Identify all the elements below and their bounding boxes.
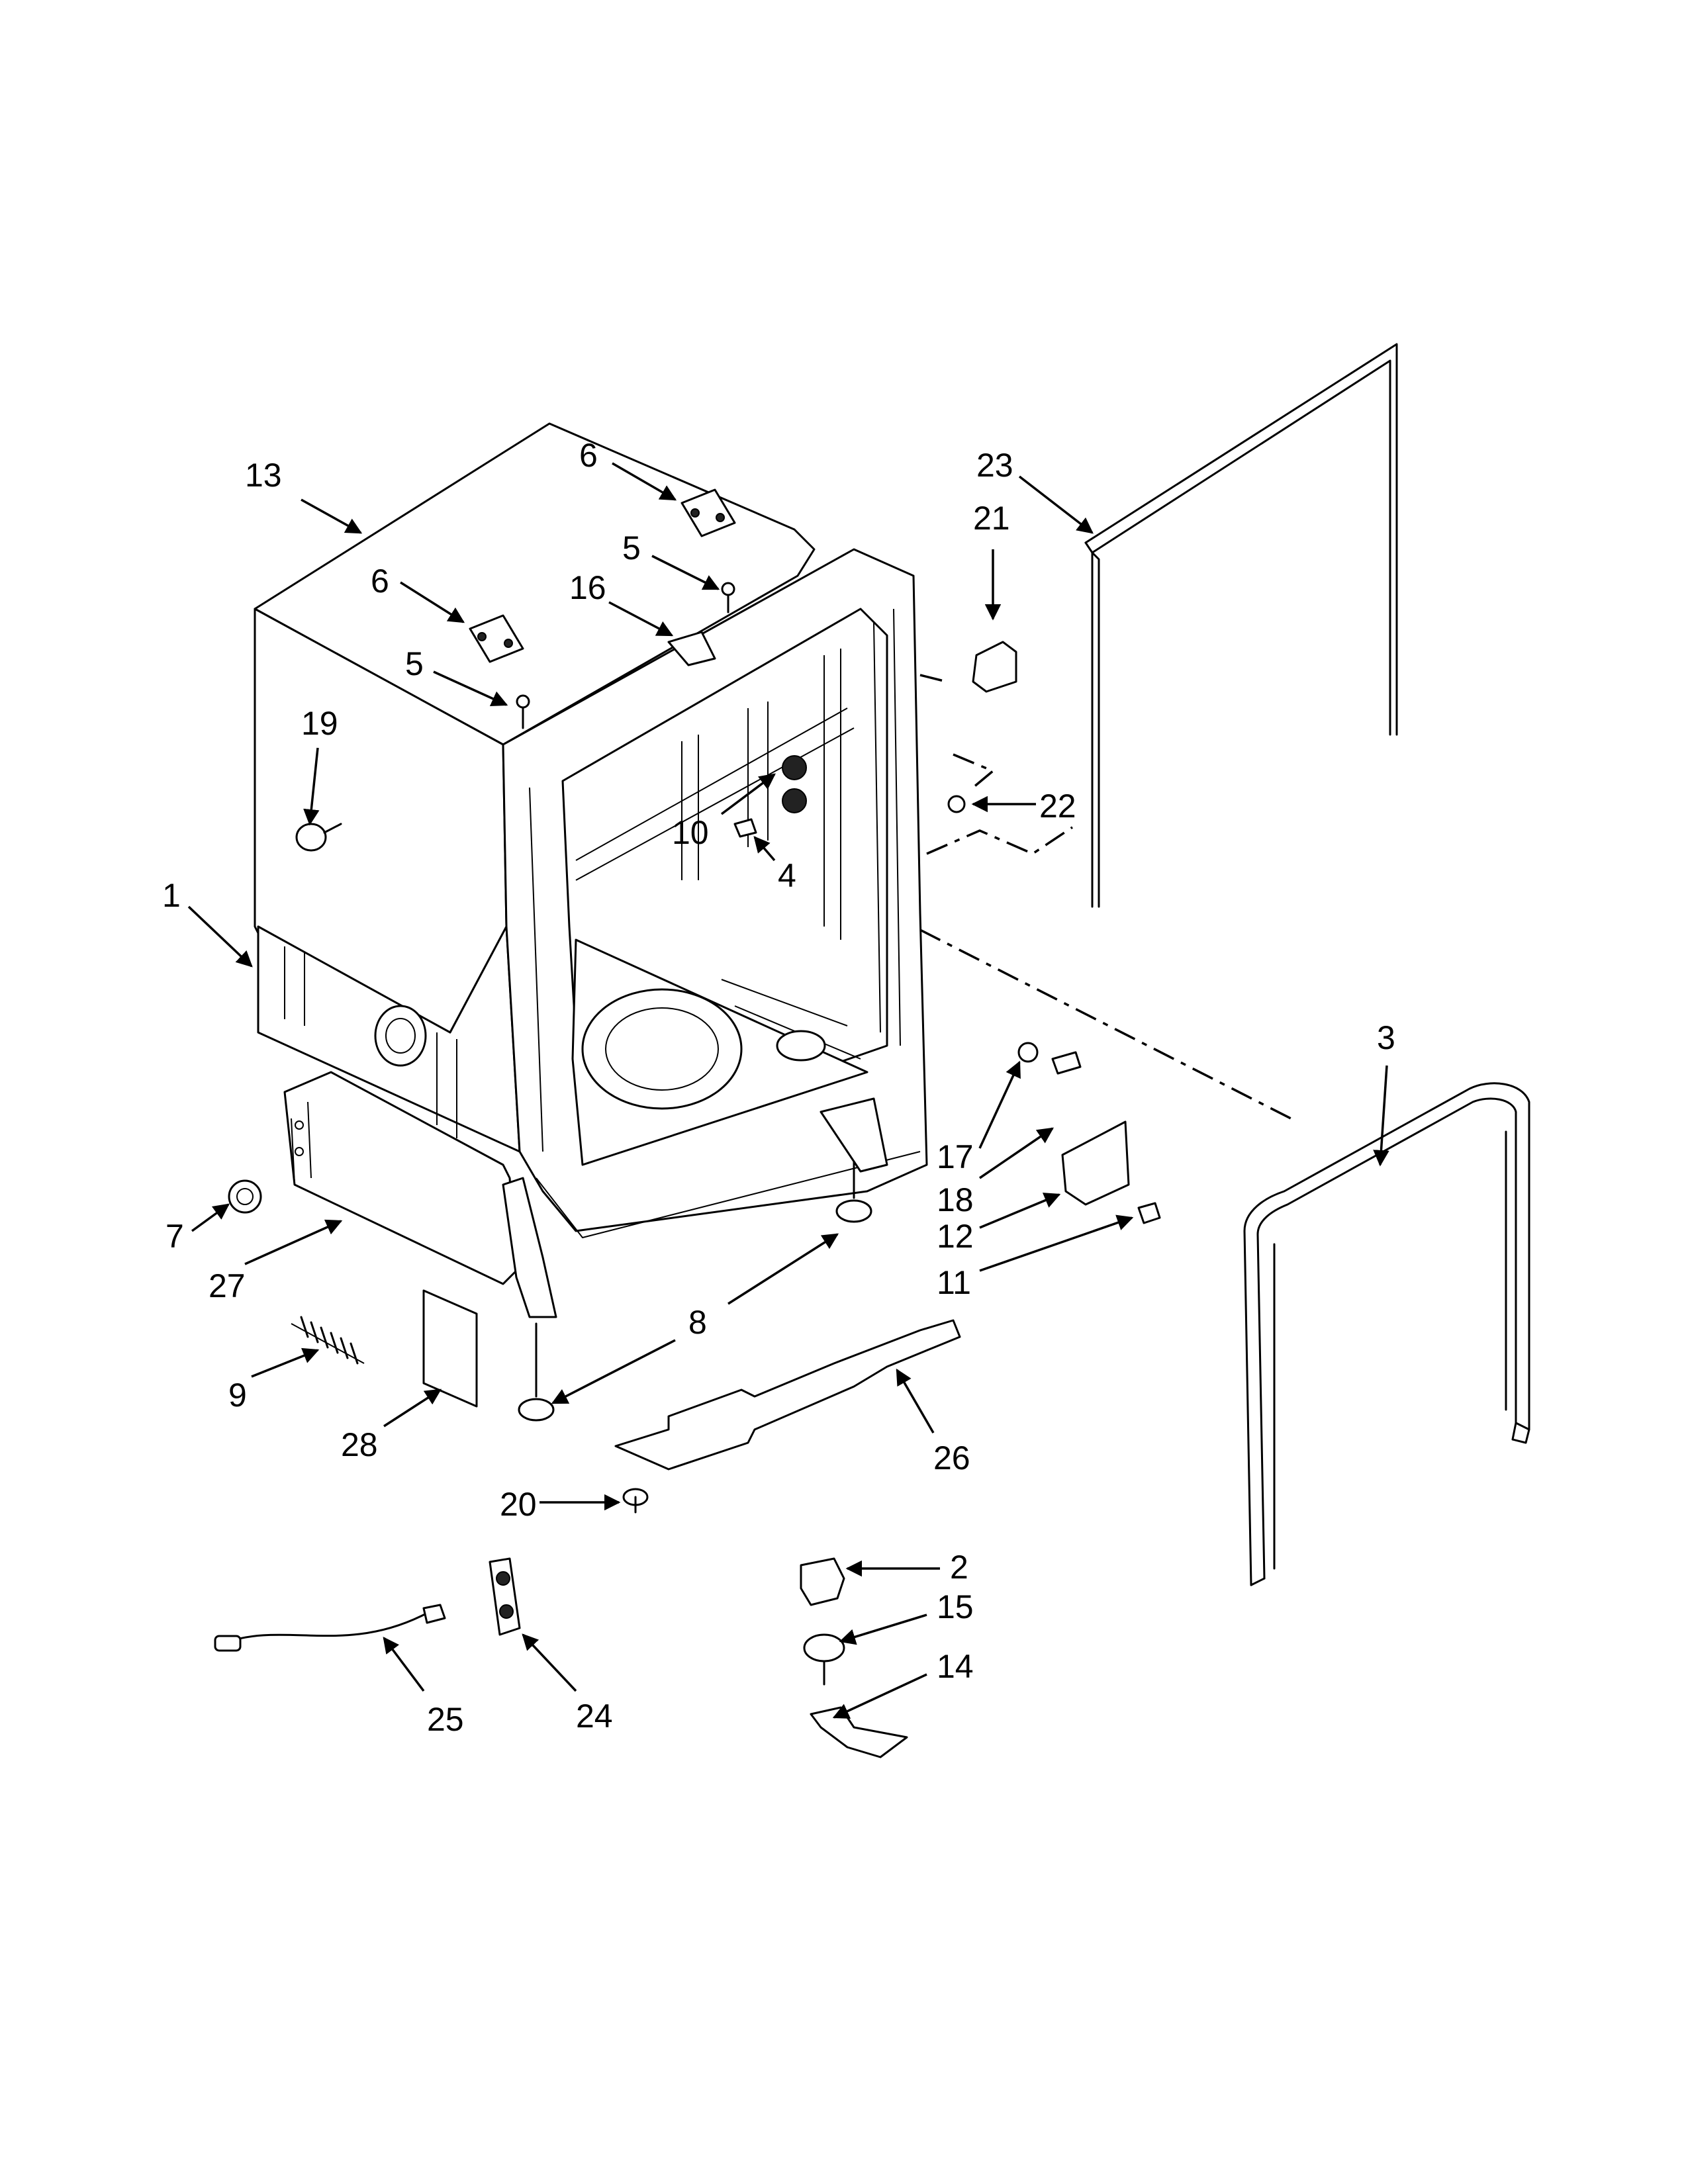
wire-harness [214, 1604, 446, 1652]
callout-9: 9 [228, 1377, 247, 1414]
callout-5-left: 5 [405, 645, 424, 682]
grommet-pair [782, 755, 807, 813]
leader-lines [187, 462, 1389, 1719]
callout-25: 25 [427, 1701, 464, 1738]
callout-28: 28 [341, 1426, 378, 1463]
callout-22: 22 [1039, 788, 1076, 825]
wheel [228, 1179, 262, 1214]
base-frame [283, 1071, 888, 1422]
callout-2: 2 [950, 1549, 968, 1586]
callout-14: 14 [937, 1648, 974, 1685]
washer [1017, 1042, 1039, 1063]
callout-12: 12 [937, 1218, 974, 1255]
callout-20: 20 [500, 1486, 537, 1523]
callout-15: 15 [937, 1588, 974, 1625]
callout-18: 18 [937, 1181, 974, 1218]
actuator [800, 1557, 845, 1606]
callout-16: 16 [569, 569, 606, 606]
hinge-bracket-left [469, 614, 524, 663]
side-port [374, 1005, 427, 1067]
leveling-screw [622, 1488, 649, 1514]
screw-11 [1137, 1202, 1161, 1224]
callout-10: 10 [672, 814, 709, 851]
callout-21: 21 [973, 500, 1010, 537]
plug [295, 823, 342, 852]
callout-13: 13 [245, 457, 282, 494]
door-gasket-top [1084, 343, 1398, 908]
screw-4 [733, 818, 757, 838]
toe-panel [614, 1319, 961, 1471]
callout-24: 24 [576, 1698, 613, 1735]
callout-17: 17 [937, 1138, 974, 1175]
clip [667, 631, 716, 666]
bracket-12 [1061, 1120, 1130, 1206]
callout-6-left: 6 [371, 563, 389, 600]
callout-1: 1 [162, 877, 181, 914]
callout-3: 3 [1377, 1019, 1395, 1056]
callout-26: 26 [933, 1439, 970, 1477]
callout-labels: 1 2 3 4 5 5 6 6 7 8 9 10 11 12 13 14 15 … [162, 437, 1395, 1738]
nozzle-bracket [489, 1557, 521, 1636]
label-card [422, 1289, 478, 1408]
callout-7: 7 [165, 1218, 184, 1255]
screw-left [516, 694, 530, 729]
tub-assembly [254, 422, 928, 1238]
callout-5-upper: 5 [622, 529, 641, 567]
vent-cap [972, 641, 1017, 693]
plug-22 [947, 795, 966, 813]
hinge-bracket-upper [680, 488, 736, 537]
callout-23: 23 [976, 447, 1013, 484]
screw-upper [721, 582, 735, 614]
tub-gasket [1243, 1082, 1530, 1586]
screw-18 [1051, 1051, 1082, 1075]
callout-4: 4 [778, 857, 796, 894]
callout-19: 19 [301, 705, 338, 742]
callout-27: 27 [209, 1267, 246, 1304]
callout-6-upper: 6 [579, 437, 598, 474]
float-switch [803, 1633, 845, 1686]
callout-11: 11 [937, 1264, 971, 1301]
switch-bracket [810, 1706, 908, 1758]
callout-8: 8 [688, 1304, 707, 1341]
spring [291, 1316, 365, 1365]
